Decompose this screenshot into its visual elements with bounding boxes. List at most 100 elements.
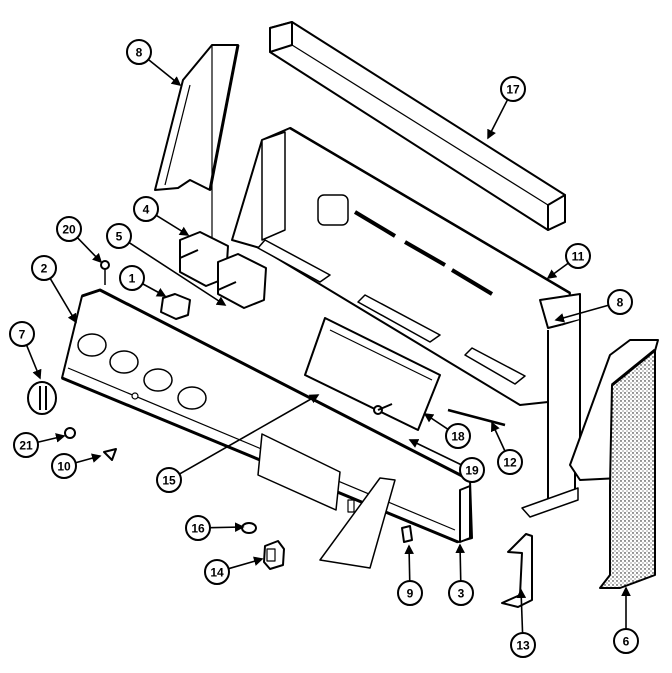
insert-part-10 [103, 448, 117, 461]
callout-circle [106, 223, 132, 249]
leader-line [490, 421, 506, 452]
callout-4: 4 [133, 196, 190, 236]
leader-line [209, 522, 245, 532]
callout-label: 8 [617, 296, 624, 310]
callout-label: 12 [503, 456, 517, 470]
screw-part-18 [373, 403, 393, 415]
callout-15: 15 [156, 394, 320, 493]
switch-part-5 [217, 253, 267, 309]
callout-circle [119, 265, 145, 291]
callout-label: 9 [407, 587, 414, 601]
callout-8: 8 [554, 289, 633, 323]
callout-12: 12 [490, 421, 523, 475]
callout-20: 20 [56, 216, 103, 264]
back-panel-part-11 [231, 126, 581, 518]
callout-circle [51, 453, 77, 479]
callout-label: 19 [465, 464, 479, 478]
leader-line [179, 394, 320, 475]
knob-part-7 [27, 381, 57, 415]
callout-circle [185, 515, 211, 541]
switch-block-part-1 [160, 293, 191, 320]
leader-line [404, 544, 414, 582]
callout-circle [607, 289, 633, 315]
leader-line [155, 214, 190, 236]
callout-label: 11 [572, 250, 585, 264]
top-rail-part-17 [269, 21, 566, 231]
leader-line [455, 543, 465, 582]
strip-part-12 [447, 408, 506, 427]
callout-7: 7 [9, 321, 42, 380]
callout-label: 13 [516, 639, 530, 653]
callout-label: 2 [41, 262, 48, 276]
end-bracket-part-3 [459, 485, 471, 543]
leader-line [147, 58, 182, 87]
callout-label: 17 [506, 83, 520, 97]
callout-label: 16 [191, 522, 205, 536]
side-trim-left-part-8 [154, 44, 240, 260]
leader-line [75, 453, 102, 464]
callout-circle [397, 580, 423, 606]
callout-circle [565, 243, 591, 269]
control-panel-part-2 [61, 288, 473, 569]
leader-line [228, 556, 264, 570]
callout-circle [133, 196, 159, 222]
callout-circle [510, 632, 536, 658]
leader-line [128, 241, 227, 306]
callout-circle [445, 423, 471, 449]
callout-13: 13 [510, 588, 536, 658]
leader-line [554, 304, 609, 323]
screw-part-20 [100, 260, 110, 285]
callout-circle [500, 76, 526, 102]
side-insulator-part-6 [599, 348, 656, 589]
callout-9: 9 [397, 544, 423, 606]
callout-circle [613, 628, 639, 654]
callout-16: 16 [185, 515, 245, 541]
callout-17: 17 [487, 76, 526, 140]
callout-label: 10 [57, 460, 71, 474]
callout-14: 14 [204, 556, 264, 585]
callout-label: 21 [19, 439, 33, 453]
callout-21: 21 [13, 432, 66, 458]
callout-label: 15 [162, 474, 176, 488]
rocker-switch-part-14 [263, 540, 285, 570]
leader-line [408, 439, 462, 466]
callout-10: 10 [51, 453, 102, 479]
leader-line [546, 262, 569, 279]
leader-line [487, 99, 509, 140]
callout-label: 18 [451, 430, 465, 444]
leader-line [37, 433, 66, 444]
callout-6: 6 [613, 586, 639, 654]
cap-part-21 [64, 427, 76, 439]
callout-circle [9, 321, 35, 347]
callout-circle [56, 216, 82, 242]
callout-circle [204, 559, 230, 585]
leader-line [423, 413, 449, 431]
callout-label: 4 [143, 203, 150, 217]
callout-circle [31, 255, 57, 281]
callout-label: 1 [129, 272, 136, 286]
callout-circle [126, 39, 152, 65]
callout-label: 7 [19, 328, 26, 342]
callout-circle [13, 432, 39, 458]
bracket-part-13 [501, 533, 533, 608]
callout-11: 11 [546, 243, 591, 279]
callout-circle [497, 449, 523, 475]
callout-3: 3 [448, 543, 474, 606]
callout-5: 5 [106, 223, 227, 306]
leader-line [76, 237, 103, 264]
leader-line [516, 588, 527, 634]
callout-label: 5 [116, 230, 123, 244]
callout-1: 1 [119, 265, 167, 297]
leader-line [25, 344, 42, 380]
leader-line [49, 277, 77, 324]
clip-part-9 [401, 525, 413, 543]
knob-part-16 [241, 522, 257, 534]
callout-circle [459, 457, 485, 483]
leader-line [142, 283, 167, 297]
callout-label: 8 [136, 46, 143, 60]
callout-circle [448, 580, 474, 606]
callout-circle [156, 467, 182, 493]
